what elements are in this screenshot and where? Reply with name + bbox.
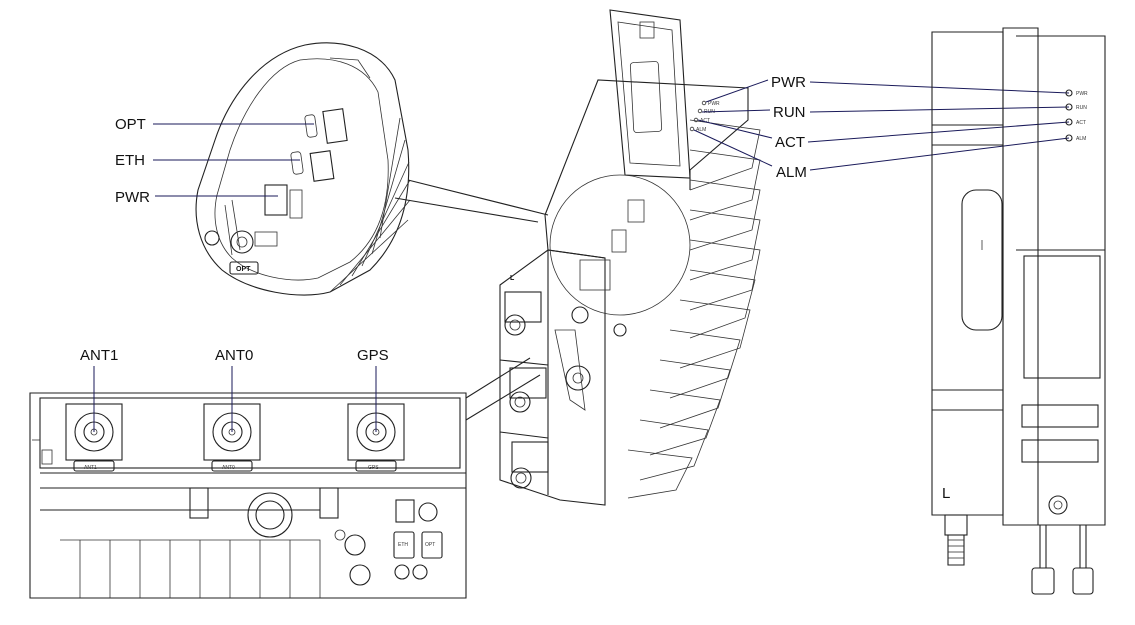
ant1-panel-label: ANT1 [84,465,97,471]
magnified-port-view: OPT [195,42,411,296]
front-panel-detail: ANT1 ANT0 GPS [29,357,541,599]
callout-gps: GPS [357,347,389,432]
callout-pwr-port-label: PWR [115,189,150,206]
side-led-pwr-mark: PWR [1076,91,1088,97]
side-elevation-view: L PWR RUN ACT ALM [931,27,1106,595]
callout-led-act: ACT [697,119,1070,151]
callout-opt-label: OPT [115,116,146,133]
side-led-act-mark: ACT [1076,120,1086,126]
callout-led-act-label: ACT [775,134,805,151]
side-view-mark: L [942,485,950,502]
iso-led-alm-mark: ALM [696,127,706,133]
callout-led-run-label: RUN [773,104,806,121]
callout-ant0: ANT0 [215,347,253,432]
callout-led-pwr-label: PWR [771,74,806,91]
gps-panel-label: GPS [368,465,379,471]
side-led-run-mark: RUN [1076,105,1087,111]
ant1-panel-connector: ANT1 [65,403,123,472]
callout-pwr-port: PWR [115,189,278,206]
callout-gps-label: GPS [357,347,389,364]
zoom-leader-top [407,179,549,216]
callout-led-alm-label: ALM [776,164,807,181]
callout-ant0-label: ANT0 [215,347,253,364]
callout-led-pwr: PWR [705,74,1070,103]
zoom-circle [549,174,691,316]
callout-eth: ETH [115,152,300,169]
callout-ant1: ANT1 [80,347,118,432]
callout-led-alm: ALM [693,129,1070,181]
main-unit-isometric: L PWR RUN ACT ALM [499,9,761,506]
callout-eth-label: ETH [115,152,145,169]
callout-led-run: RUN [701,104,1070,121]
callout-opt: OPT [115,116,314,133]
iso-gps-connector [510,467,532,489]
opt-panel-label: OPT [425,542,435,548]
opt-port-marking: OPT [236,266,251,273]
iso-ant0-connector [509,391,531,413]
iso-ant1-connector [504,314,526,336]
zoom-leader-bottom [394,197,539,223]
callout-ant1-label: ANT1 [80,347,118,364]
side-led-alm-mark: ALM [1076,136,1086,142]
ant0-panel-label: ANT0 [222,465,235,471]
iso-led-act-mark: ACT [700,118,710,124]
eth-panel-label: ETH [398,542,408,548]
iso-led-pwr-mark: PWR [708,101,720,107]
iso-side-mark: L [510,275,515,282]
